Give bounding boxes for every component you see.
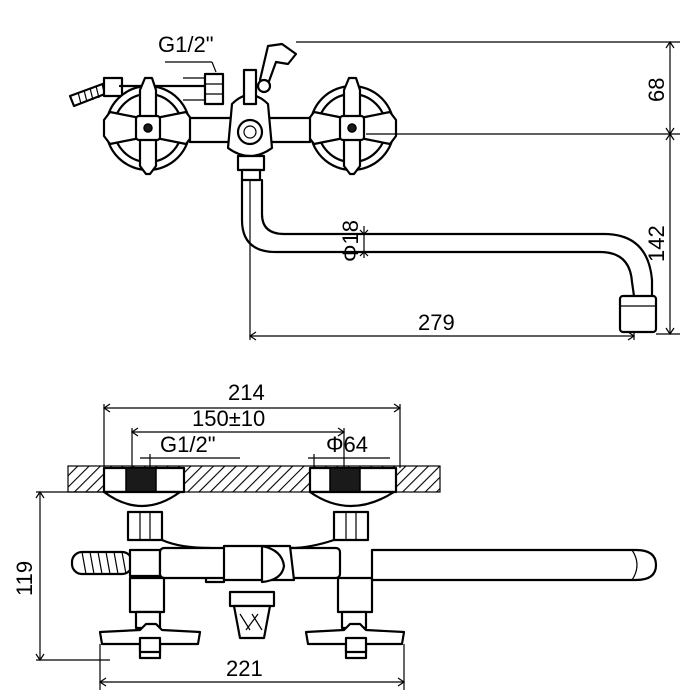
diverter-lever-icon	[256, 42, 298, 94]
dimension-lines-top	[35, 403, 406, 690]
mixer-body-top	[128, 544, 374, 630]
bottom-right-handle-icon	[304, 622, 406, 660]
left-flange	[102, 490, 212, 550]
side-height-top-label: 68	[644, 78, 669, 102]
top-flange-diameter-label: Φ64	[326, 432, 368, 457]
thread-nut	[118, 72, 225, 106]
left-cross-handle-icon	[102, 76, 194, 176]
top-center-distance-label: 150±10	[192, 406, 265, 431]
top-height-label: 119	[12, 561, 37, 596]
spout-top	[370, 548, 658, 582]
mixer-body	[188, 68, 312, 182]
aerator-icon	[228, 590, 276, 640]
hose-icon	[68, 76, 124, 108]
top-thread-label: G1/2"	[160, 432, 216, 457]
side-height-total-label: 142	[644, 225, 669, 262]
right-cross-handle-icon	[306, 76, 398, 176]
spout	[240, 178, 658, 334]
bottom-left-handle-icon	[98, 622, 202, 660]
side-thread-label: G1/2"	[158, 32, 214, 57]
top-overall-width-label: 214	[228, 380, 265, 405]
side-spout-diameter-label: Φ18	[338, 220, 363, 262]
top-view: 214 150±10 G1/2" Φ64 119 221	[12, 380, 658, 690]
right-flange	[288, 490, 396, 550]
side-view: G1/2" 68 142 Φ18 279	[68, 32, 680, 341]
dimension-lines-side	[165, 40, 680, 341]
top-bottom-width-label: 221	[226, 656, 263, 681]
side-spout-length-label: 279	[418, 310, 455, 335]
